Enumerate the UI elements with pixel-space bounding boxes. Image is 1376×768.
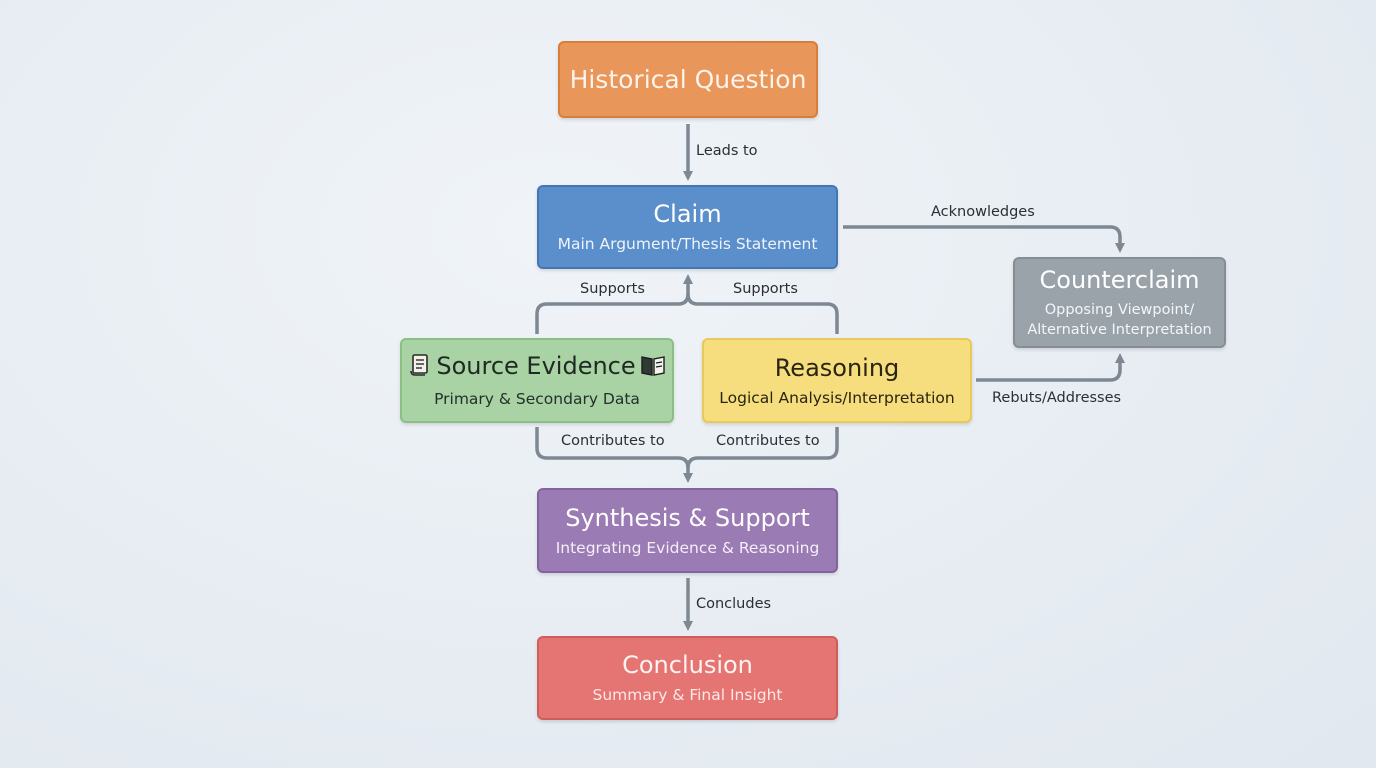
- edge-label-supports-right: Supports: [733, 281, 798, 297]
- edge-label-rebuts-addresses: Rebuts/Addresses: [992, 390, 1122, 406]
- node-title: Counterclaim: [1039, 265, 1200, 294]
- arrow-claim-to-counterclaim: [843, 225, 1125, 253]
- edge-label-contributes-right: Contributes to: [716, 433, 820, 449]
- node-title: Source Evidence: [436, 352, 636, 380]
- node-title: Historical Question: [569, 64, 807, 94]
- node-subtitle: Integrating Evidence & Reasoning: [555, 538, 820, 557]
- edge-label-supports-left: Supports: [580, 281, 645, 297]
- node-reasoning: Reasoning Logical Analysis/Interpretatio…: [702, 338, 972, 423]
- node-historical-question: Historical Question: [558, 41, 818, 118]
- node-subtitle-line-2: Alternative Interpretation: [1027, 321, 1212, 338]
- arrow-reasoning-to-synthesis: [686, 427, 839, 469]
- open-book-icon: [640, 353, 666, 383]
- node-source-evidence: Source Evidence Primary & Secondary Data: [400, 338, 674, 423]
- node-subtitle-line-1: Opposing Viewpoint/: [1044, 301, 1195, 318]
- scroll-icon: [408, 353, 432, 383]
- node-title: Claim: [653, 200, 722, 228]
- node-counterclaim: Counterclaim Opposing Viewpoint/ Alterna…: [1013, 257, 1226, 348]
- edge-label-contributes-left: Contributes to: [561, 433, 665, 449]
- edge-label-concludes: Concludes: [696, 596, 772, 612]
- node-conclusion: Conclusion Summary & Final Insight: [537, 636, 838, 720]
- node-subtitle: Main Argument/Thesis Statement: [557, 235, 818, 253]
- node-title: Conclusion: [622, 651, 753, 679]
- edge-label-leads-to: Leads to: [696, 143, 758, 159]
- node-subtitle: Summary & Final Insight: [592, 686, 783, 704]
- edge-label-acknowledges: Acknowledges: [931, 204, 1035, 220]
- node-title: Reasoning: [774, 353, 900, 382]
- node-title: Synthesis & Support: [565, 503, 810, 532]
- node-synthesis-support: Synthesis & Support Integrating Evidence…: [537, 488, 838, 573]
- arrow-reasoning-to-counterclaim: [976, 353, 1125, 382]
- node-claim: Claim Main Argument/Thesis Statement: [537, 185, 838, 269]
- arrow-reasoning-to-claim: [686, 293, 839, 334]
- node-title-row: Source Evidence: [404, 352, 669, 383]
- node-subtitle: Logical Analysis/Interpretation: [719, 388, 955, 407]
- node-subtitle: Primary & Secondary Data: [434, 390, 640, 408]
